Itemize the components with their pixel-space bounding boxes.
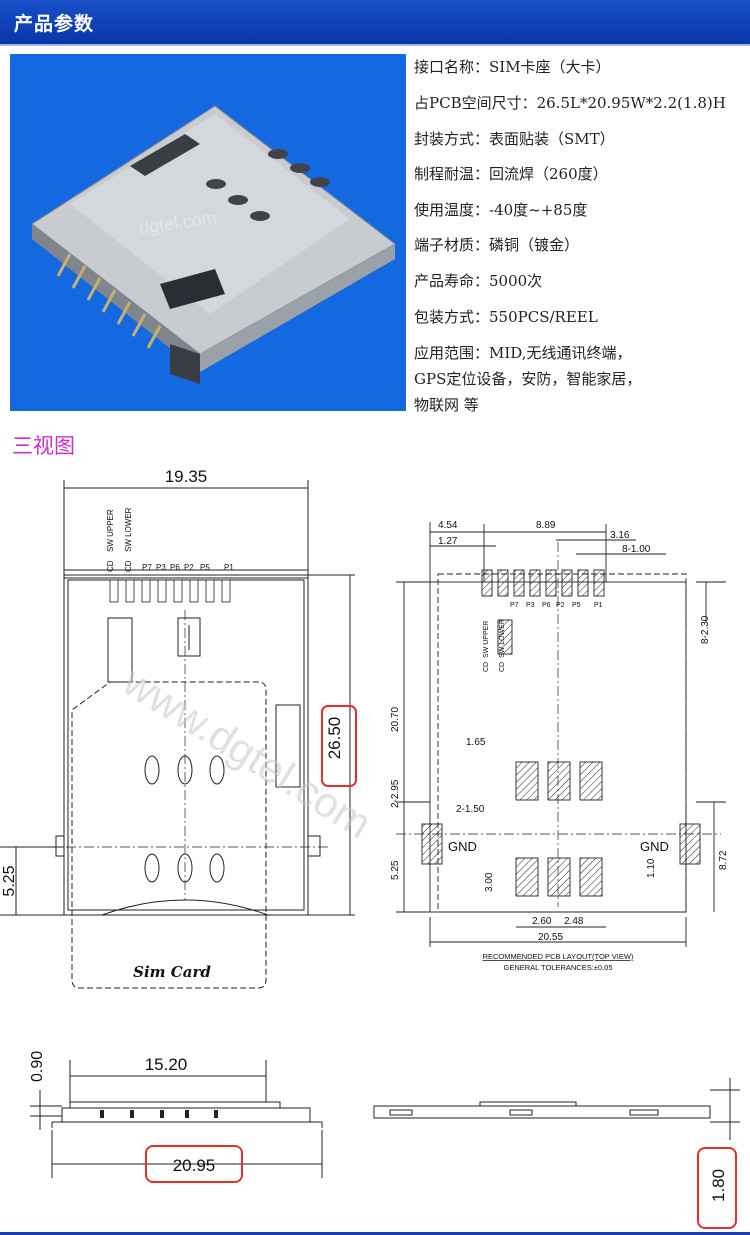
bottom-divider [0, 1232, 750, 1235]
spec-package: 封装方式：表面贴装（SMT） [414, 130, 615, 148]
highlight-26-50 [321, 705, 357, 787]
spec-terminal-material: 端子材质：磷铜（镀金） [414, 236, 580, 254]
dim-height: 26.50 [325, 717, 344, 760]
dim-0-90: 0.90 [29, 1051, 46, 1082]
pin-label-cd-lower: CD [124, 560, 133, 572]
spec-application-1: 应用范围：MID,无线通讯终端， [414, 344, 632, 362]
spec-process-temp: 制程耐温：回流焊（260度） [414, 165, 608, 183]
pin-label-sw-lower: SW LOWER [124, 507, 133, 552]
dim-20-70: 20.70 [390, 707, 401, 732]
layout-pin-p2: P2 [556, 602, 565, 609]
pin-label-p6: P6 [170, 563, 180, 572]
highlight-1-80 [697, 1147, 737, 1229]
pin-label-p1: P1 [224, 563, 234, 572]
layout-label-sw-lower: SW LOWER [499, 619, 506, 658]
layout-label-cd-2: CD [499, 662, 506, 672]
layout-pin-p1: P1 [594, 602, 603, 609]
sim-card-label: Sim Card [133, 963, 211, 981]
dim-1-65: 1.65 [466, 737, 486, 748]
spec-pcb-size: 占PCB空间尺寸：26.5L*20.95W*2.2(1.8)H [414, 94, 726, 112]
dim-3-16: 3.16 [610, 530, 630, 541]
spec-application-2: GPS定位设备，安防，智能家居， [414, 370, 642, 388]
dim-20-95: 20.95 [173, 1156, 216, 1175]
highlight-20-95 [145, 1145, 243, 1183]
dim-2-1-50: 2-1.50 [456, 804, 485, 815]
spec-application-3: 物联网 等 [414, 396, 479, 414]
spec-interface: 接口名称：SIM卡座（大卡） [414, 58, 611, 76]
dim-4-54: 4.54 [438, 520, 458, 531]
dim-offset-525: 5.25 [1, 865, 18, 896]
layout-pin-p6: P6 [542, 602, 551, 609]
layout-label-sw-upper: SW UPPER [483, 621, 490, 658]
dim-15-20: 15.20 [145, 1055, 188, 1074]
product-photo-illustration: dgtel.com [10, 54, 406, 411]
header-bar: 产品参数 [0, 0, 750, 46]
spec-packing: 包装方式：550PCS/REEL [414, 308, 598, 326]
dim-1-80: 1.80 [709, 1169, 728, 1202]
dim-2-2-95: 2-2.95 [390, 779, 401, 808]
pin-label-p3: P3 [156, 563, 166, 572]
gnd-label-right: GND [640, 839, 669, 854]
pin-label-sw-upper: SW UPPER [106, 509, 115, 552]
dim-1-27: 1.27 [438, 536, 458, 547]
top-view-drawing: 19.35 26.50 5.25 CD SW UPPER CD SW LOWER… [0, 467, 380, 989]
layout-caption: RECOMMENDED PCB LAYOUT(TOP VIEW) [483, 952, 634, 961]
dim-20-55: 20.55 [538, 932, 563, 943]
page-title: 产品参数 [14, 13, 95, 35]
dim-3-00: 3.00 [484, 872, 495, 892]
pin-label-p2: P2 [184, 563, 194, 572]
pin-label-p5: P5 [200, 563, 210, 572]
pin-label-cd-upper: CD [106, 560, 115, 572]
gnd-label-left: GND [448, 839, 477, 854]
dim-8-2-30: 8-2.30 [700, 615, 711, 644]
dim-2-48: 2.48 [564, 916, 584, 927]
dim-2-60: 2.60 [532, 916, 552, 927]
pin-label-p7: P7 [142, 563, 152, 572]
layout-tolerance: GENERAL TOLERANCES:±0.05 [503, 963, 612, 972]
dim-8-89: 8.89 [536, 520, 556, 531]
layout-pin-p7: P7 [510, 602, 519, 609]
spec-operating-temp: 使用温度：-40度~+85度 [414, 201, 588, 219]
dim-5-25: 5.25 [390, 860, 401, 880]
pcb-layout-drawing: 4.54 8.89 3.16 1.27 8-1.00 8-2.30 20.70 … [390, 520, 729, 972]
layout-pin-p5: P5 [572, 602, 581, 609]
dim-width: 19.35 [165, 467, 208, 486]
product-photo: dgtel.com [10, 54, 406, 411]
dim-8-1-00: 8-1.00 [622, 544, 651, 555]
dim-1-10: 1.10 [646, 858, 657, 878]
section-title: 三视图 [12, 434, 75, 458]
spec-lifetime: 产品寿命：5000次 [414, 272, 543, 290]
side-view-drawings: 0.90 15.20 20.95 1.80 [29, 1051, 740, 1229]
layout-label-cd-1: CD [483, 662, 490, 672]
dim-8-72: 8.72 [718, 850, 729, 870]
layout-pin-p3: P3 [526, 602, 535, 609]
